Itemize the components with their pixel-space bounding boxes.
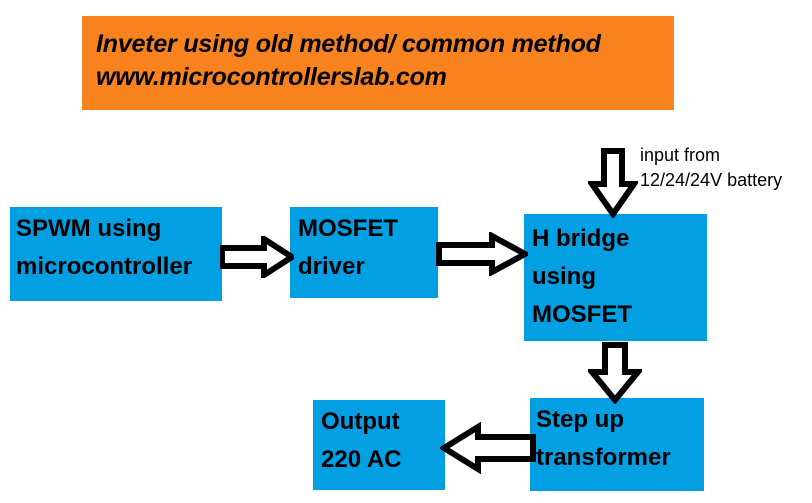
block-hbridge-line-3: MOSFET bbox=[532, 301, 632, 328]
block-hbridge-line-1: H bridge bbox=[532, 225, 630, 252]
arrow-right-icon-spwm-to-mosfet bbox=[219, 233, 298, 281]
block-output-line-2: 220 AC bbox=[321, 446, 402, 473]
block-spwm-line-2: microcontroller bbox=[16, 253, 193, 280]
annotation-battery-line-2: 12/24/24V battery bbox=[640, 170, 783, 190]
block-output-220-ac[interactable]: Output 220 AC bbox=[313, 400, 445, 490]
block-spwm-line-1: SPWM using bbox=[16, 215, 162, 242]
arrow-left-icon-stepup-to-output bbox=[438, 421, 536, 475]
annotation-battery-input: input from 12/24/24V battery bbox=[640, 143, 782, 193]
banner-title-line-2: www.microcontrollerslab.com bbox=[96, 63, 447, 91]
annotation-battery-line-1: input from bbox=[640, 145, 721, 165]
block-output-line-1: Output bbox=[321, 408, 400, 435]
block-spwm-microcontroller[interactable]: SPWM using microcontroller bbox=[10, 207, 222, 301]
block-step-up-transformer[interactable]: Step up transformer bbox=[530, 398, 704, 491]
block-stepup-line-1: Step up bbox=[536, 406, 624, 433]
arrow-down-icon-hbridge-to-stepup bbox=[585, 342, 645, 405]
block-mosfet-driver[interactable]: MOSFET driver bbox=[290, 207, 438, 298]
block-stepup-line-2: transformer bbox=[536, 444, 671, 471]
arrow-down-icon-battery-to-hbridge bbox=[586, 148, 640, 220]
block-hbridge-label: H bridge using MOSFET bbox=[532, 220, 632, 334]
block-stepup-label: Step up transformer bbox=[536, 401, 671, 477]
block-output-label: Output 220 AC bbox=[321, 403, 401, 479]
block-spwm-label: SPWM using microcontroller bbox=[16, 210, 192, 286]
title-banner: Inveter using old method/ common method … bbox=[82, 16, 674, 110]
block-mosfet-line-2: driver bbox=[298, 253, 365, 280]
arrow-right-icon-mosfet-to-hbridge bbox=[436, 230, 532, 278]
block-hbridge-line-2: using bbox=[532, 263, 596, 290]
block-h-bridge-mosfet[interactable]: H bridge using MOSFET bbox=[524, 214, 707, 341]
block-mosfet-line-1: MOSFET bbox=[298, 215, 398, 242]
block-mosfet-label: MOSFET driver bbox=[298, 210, 398, 286]
banner-title-line-1: Inveter using old method/ common method bbox=[96, 30, 601, 58]
